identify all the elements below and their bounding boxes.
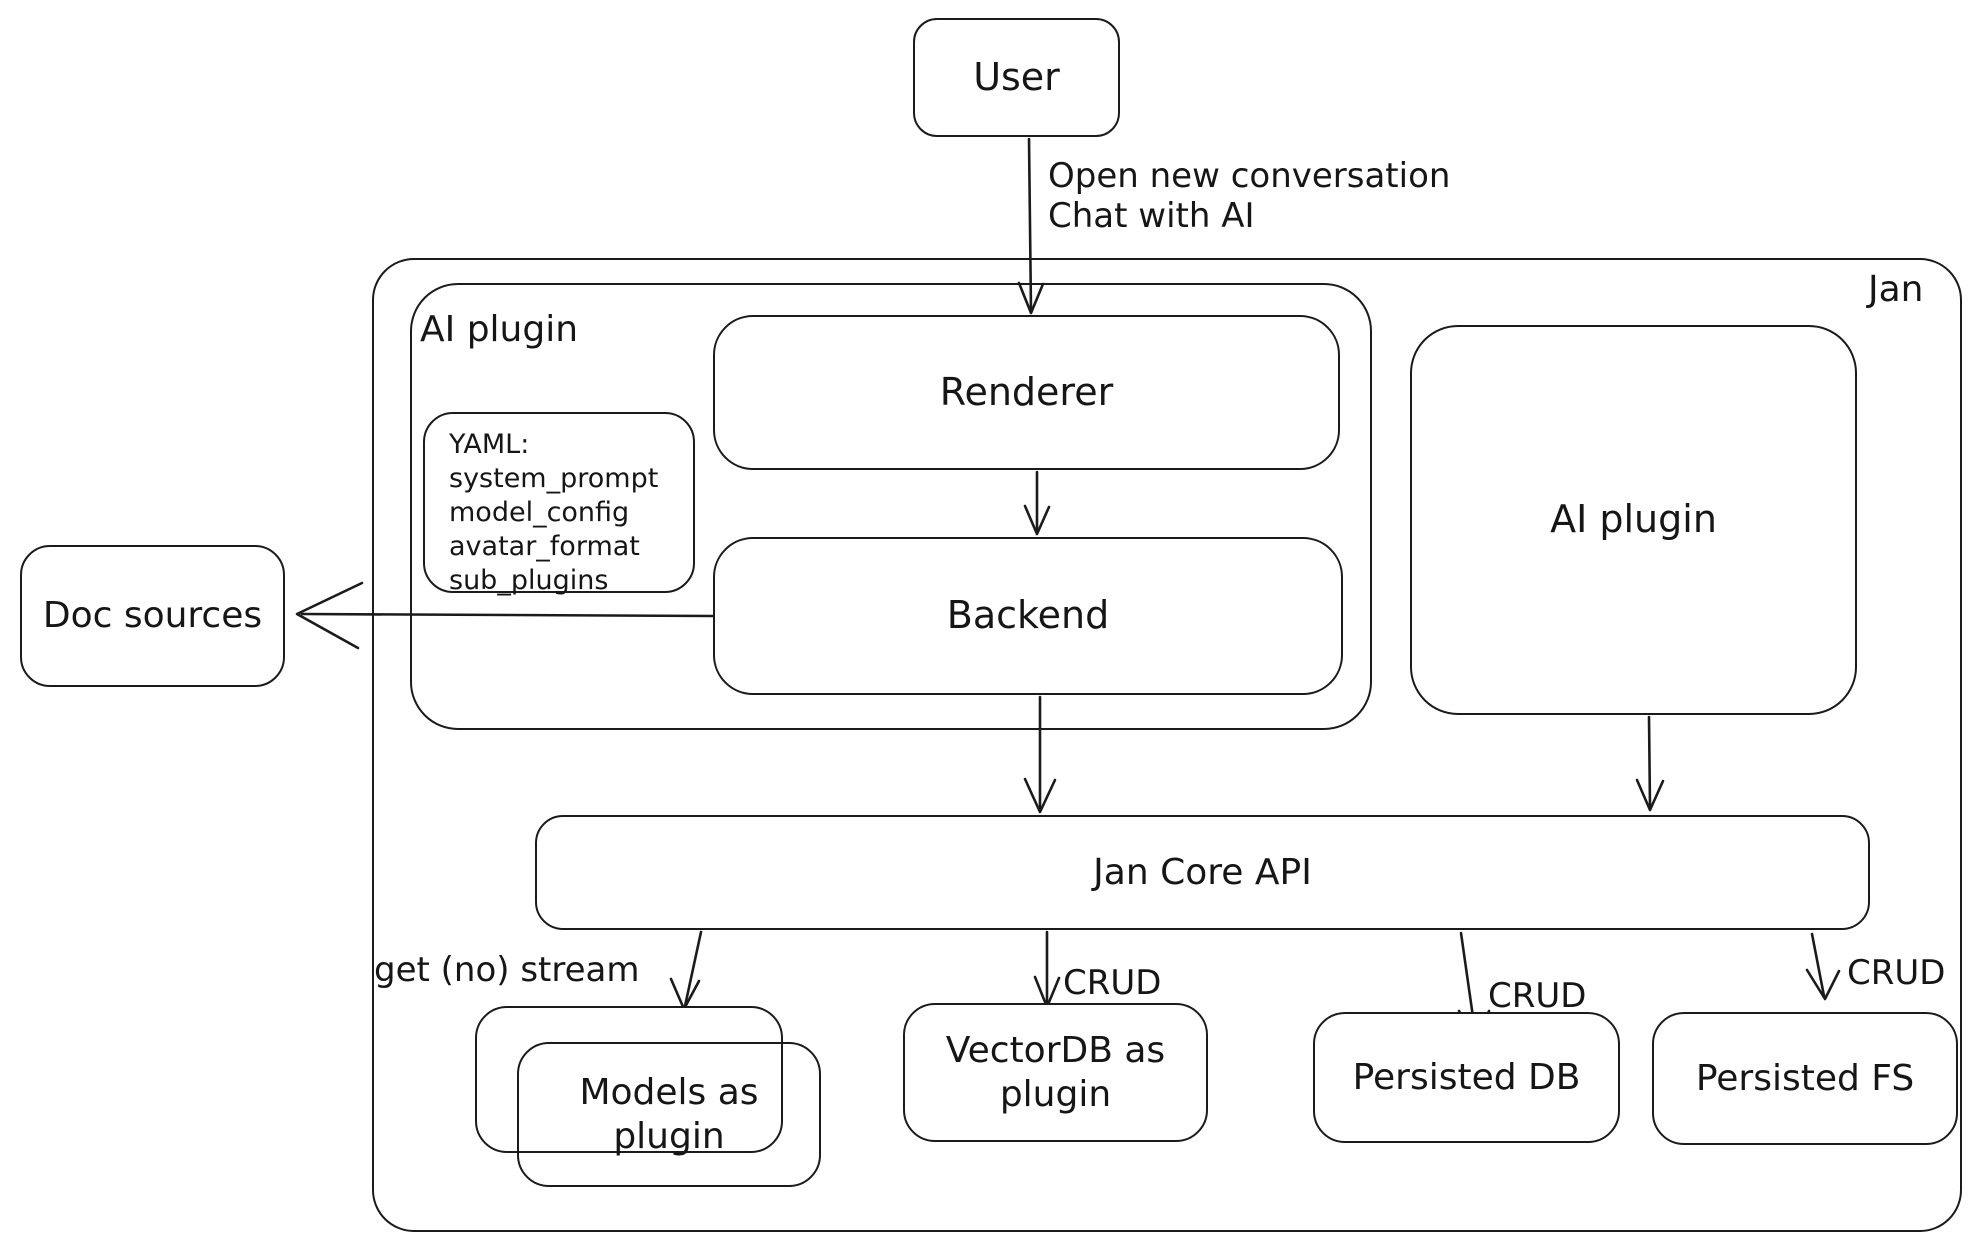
edge-label-line2: Chat with AI <box>1048 196 1255 236</box>
jan-core-api-node: Jan Core API <box>535 815 1870 930</box>
jan-container <box>372 258 1962 1232</box>
yaml-note-line: sub_plugins <box>449 565 609 596</box>
doc-sources-node: Doc sources <box>20 545 285 687</box>
ai-plugin-group-container <box>410 283 1372 730</box>
ai-plugin-group-label: AI plugin <box>420 309 579 350</box>
backend-node-label: Backend <box>946 593 1110 638</box>
edge-label-line1: Open new conversation <box>1048 156 1451 196</box>
models-as-plugin-label: Models as plugin <box>579 1072 759 1157</box>
yaml-note-line: avatar_format <box>449 531 640 562</box>
backend-node: Backend <box>713 537 1343 695</box>
yaml-note-title: YAML: <box>449 429 530 460</box>
edge-label-get-no-stream: get (no) stream <box>374 950 640 990</box>
persisted-fs-label: Persisted FS <box>1695 1057 1915 1099</box>
models-as-plugin-node: Models as plugin <box>517 1042 821 1187</box>
user-node-label: User <box>973 54 1060 99</box>
vectordb-as-plugin-label: VectorDB as plugin <box>945 1030 1166 1115</box>
edge-label-crud-persisted-fs: CRUD <box>1847 953 1946 993</box>
renderer-node: Renderer <box>713 315 1340 470</box>
persisted-db-node: Persisted DB <box>1313 1012 1620 1143</box>
yaml-note: YAML: system_prompt model_config avatar_… <box>423 412 695 596</box>
persisted-fs-node: Persisted FS <box>1652 1012 1958 1145</box>
yaml-note-line: model_config <box>449 497 630 528</box>
user-node: User <box>913 18 1120 137</box>
edge-label-crud-vectordb: CRUD <box>1063 963 1162 1003</box>
jan-container-label: Jan <box>1868 269 1924 310</box>
renderer-node-label: Renderer <box>939 369 1114 414</box>
ai-plugin-right-label: AI plugin <box>1550 497 1717 542</box>
ai-plugin-right-node: AI plugin <box>1410 325 1857 715</box>
edge-label-crud-persisted-db: CRUD <box>1488 976 1587 1016</box>
jan-core-api-label: Jan Core API <box>1093 851 1312 893</box>
models-as-plugin-back-box <box>475 1006 783 1153</box>
yaml-note-line: system_prompt <box>449 463 659 494</box>
edge-label-user-renderer: Open new conversation Chat with AI <box>1048 156 1450 236</box>
doc-sources-label: Doc sources <box>42 595 263 637</box>
persisted-db-label: Persisted DB <box>1352 1056 1581 1098</box>
vectordb-as-plugin-node: VectorDB as plugin <box>903 1003 1208 1142</box>
